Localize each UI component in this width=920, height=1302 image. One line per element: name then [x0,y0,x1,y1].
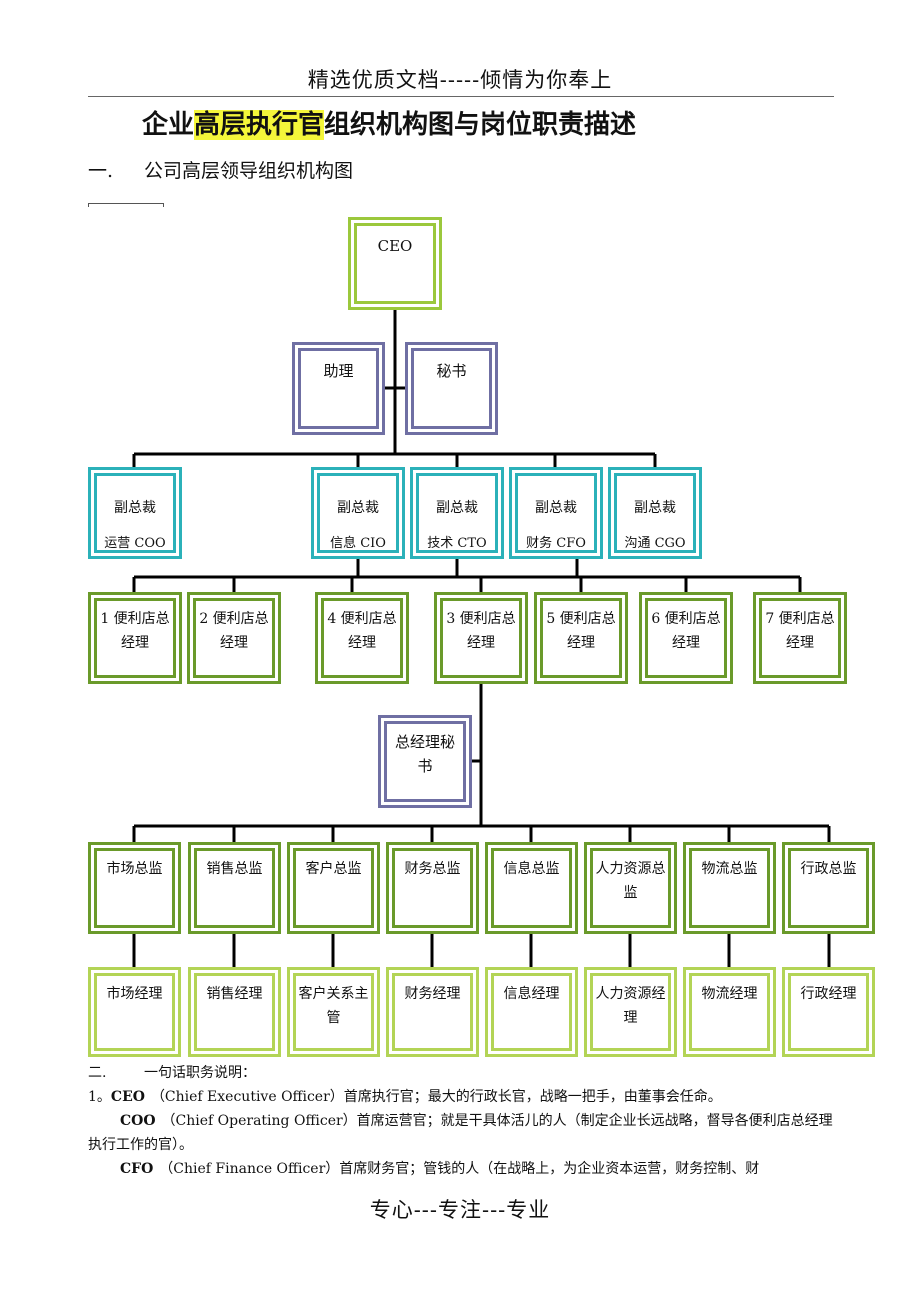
org-box-director: 市场总监 [88,842,181,934]
manager-label: 人力资源经理 [595,986,666,1026]
org-box-vp-cio: 副总裁信息 CIO [311,467,405,559]
org-box-vp-cfo: 副总裁财务 CFO [509,467,603,559]
vp-role: 运营 COO [104,536,166,551]
store-gm-label: 3 便利店总经理 [446,611,516,651]
director-label: 行政总监 [800,861,857,877]
org-box-director: 销售总监 [188,842,281,934]
director-label: 销售总监 [206,861,263,877]
org-box-store-gm: 3 便利店总经理 [434,592,528,684]
page-footer: 专心---专注---专业 [369,1198,551,1222]
assistant-label: 助理 [323,362,354,380]
desc-text: （Chief Finance Officer）首席财务官；管钱的人（在战略上，为… [159,1161,760,1177]
store-gm-label: 4 便利店总经理 [327,611,397,651]
store-gm-label: 1 便利店总经理 [100,611,170,651]
org-box-vp-cgo: 副总裁沟通 CGO [608,467,702,559]
manager-label: 客户关系主管 [298,986,369,1026]
org-box-director: 财务总监 [386,842,479,934]
vp-title: 副总裁 [436,500,478,516]
manager-label: 财务经理 [404,986,461,1002]
desc-ceo: 1。CEO （Chief Executive Officer）首席执行官；最大的行… [88,1085,836,1109]
director-label: 市场总监 [106,861,163,877]
gm-secretary-label: 总经理秘书 [394,733,455,775]
manager-label: 物流经理 [701,986,758,1002]
vp-title: 副总裁 [337,500,379,516]
manager-label: 信息经理 [503,986,560,1002]
org-box-secretary: 秘书 [405,342,498,435]
desc-prefix: 1。 [88,1089,111,1105]
org-box-director: 行政总监 [782,842,875,934]
org-connectors [132,309,831,968]
org-box-director: 信息总监 [485,842,578,934]
small-bracket-line [88,203,164,207]
title-highlight: 高层执行官 [194,110,325,140]
vp-title: 副总裁 [535,500,577,516]
section-1-text: 公司高层领导组织机构图 [144,160,354,182]
desc-text: （Chief Executive Officer）首席执行官；最大的行政长官，战… [150,1089,722,1105]
store-gm-label: 5 便利店总经理 [546,611,616,651]
vp-role: 沟通 CGO [624,536,686,551]
ceo-label: CEO [377,237,413,255]
org-box-store-gm: 2 便利店总经理 [187,592,281,684]
org-box-store-gm: 5 便利店总经理 [534,592,628,684]
title-suffix: 组织机构图与岗位职责描述 [324,110,637,140]
org-box-director: 物流总监 [683,842,776,934]
manager-label: 销售经理 [206,986,263,1002]
org-box-manager: 物流经理 [683,967,776,1057]
desc-term: CFO [120,1161,154,1177]
org-box-vp-cto: 副总裁技术 CTO [410,467,504,559]
org-box-gm-secretary: 总经理秘书 [378,715,472,808]
org-box-manager: 客户关系主管 [287,967,380,1057]
header-rule [88,96,834,97]
section-1-heading: 一. 公司高层领导组织机构图 [88,156,353,183]
org-box-manager: 财务经理 [386,967,479,1057]
director-label: 信息总监 [503,861,560,877]
org-box-manager: 市场经理 [88,967,181,1057]
desc-cfo: CFO （Chief Finance Officer）首席财务官；管钱的人（在战略… [88,1157,836,1181]
org-box-store-gm: 6 便利店总经理 [639,592,733,684]
section-2-text: 一句话职务说明： [144,1065,256,1081]
org-box-manager: 信息经理 [485,967,578,1057]
org-box-store-gm: 1 便利店总经理 [88,592,182,684]
director-label: 物流总监 [701,861,758,877]
vp-title: 副总裁 [114,500,156,516]
vp-title: 副总裁 [634,500,676,516]
org-box-director: 客户总监 [287,842,380,934]
vp-role: 信息 CIO [330,536,386,551]
vp-role: 财务 CFO [526,536,586,551]
manager-label: 行政经理 [800,986,857,1002]
org-box-director: 人力资源总监 [584,842,677,934]
director-label: 人力资源总监 [595,861,666,901]
org-box-ceo: CEO [348,217,442,310]
org-box-store-gm: 7 便利店总经理 [753,592,847,684]
org-box-assistant: 助理 [292,342,385,435]
desc-term: CEO [110,1089,145,1105]
document-title: 企业高层执行官组织机构图与岗位职责描述 [142,104,636,141]
desc-coo: COO（Chief Operating Officer）首席运营官；就是干具体活… [88,1109,836,1157]
desc-term: COO [120,1113,156,1129]
store-gm-label: 7 便利店总经理 [765,611,835,651]
org-box-manager: 行政经理 [782,967,875,1057]
org-box-manager: 人力资源经理 [584,967,677,1057]
director-label: 客户总监 [305,861,362,877]
secretary-label: 秘书 [436,362,467,380]
director-label: 财务总监 [404,861,461,877]
title-prefix: 企业 [142,110,195,140]
section-2-heading: 二. 一句话职务说明： [88,1061,836,1085]
vp-role: 技术 CTO [427,536,487,551]
section-1-number: 一. [88,160,114,182]
org-box-store-gm: 4 便利店总经理 [315,592,409,684]
desc-text: （Chief Operating Officer）首席运营官；就是干具体活儿的人… [88,1113,833,1153]
store-gm-label: 6 便利店总经理 [651,611,721,651]
org-box-vp-coo: 副总裁运营 COO [88,467,182,559]
store-gm-label: 2 便利店总经理 [199,611,269,651]
section-2-number: 二. [88,1065,107,1081]
manager-label: 市场经理 [106,986,163,1002]
page-header: 精选优质文档-----倾情为你奉上 [307,68,613,92]
org-box-manager: 销售经理 [188,967,281,1057]
